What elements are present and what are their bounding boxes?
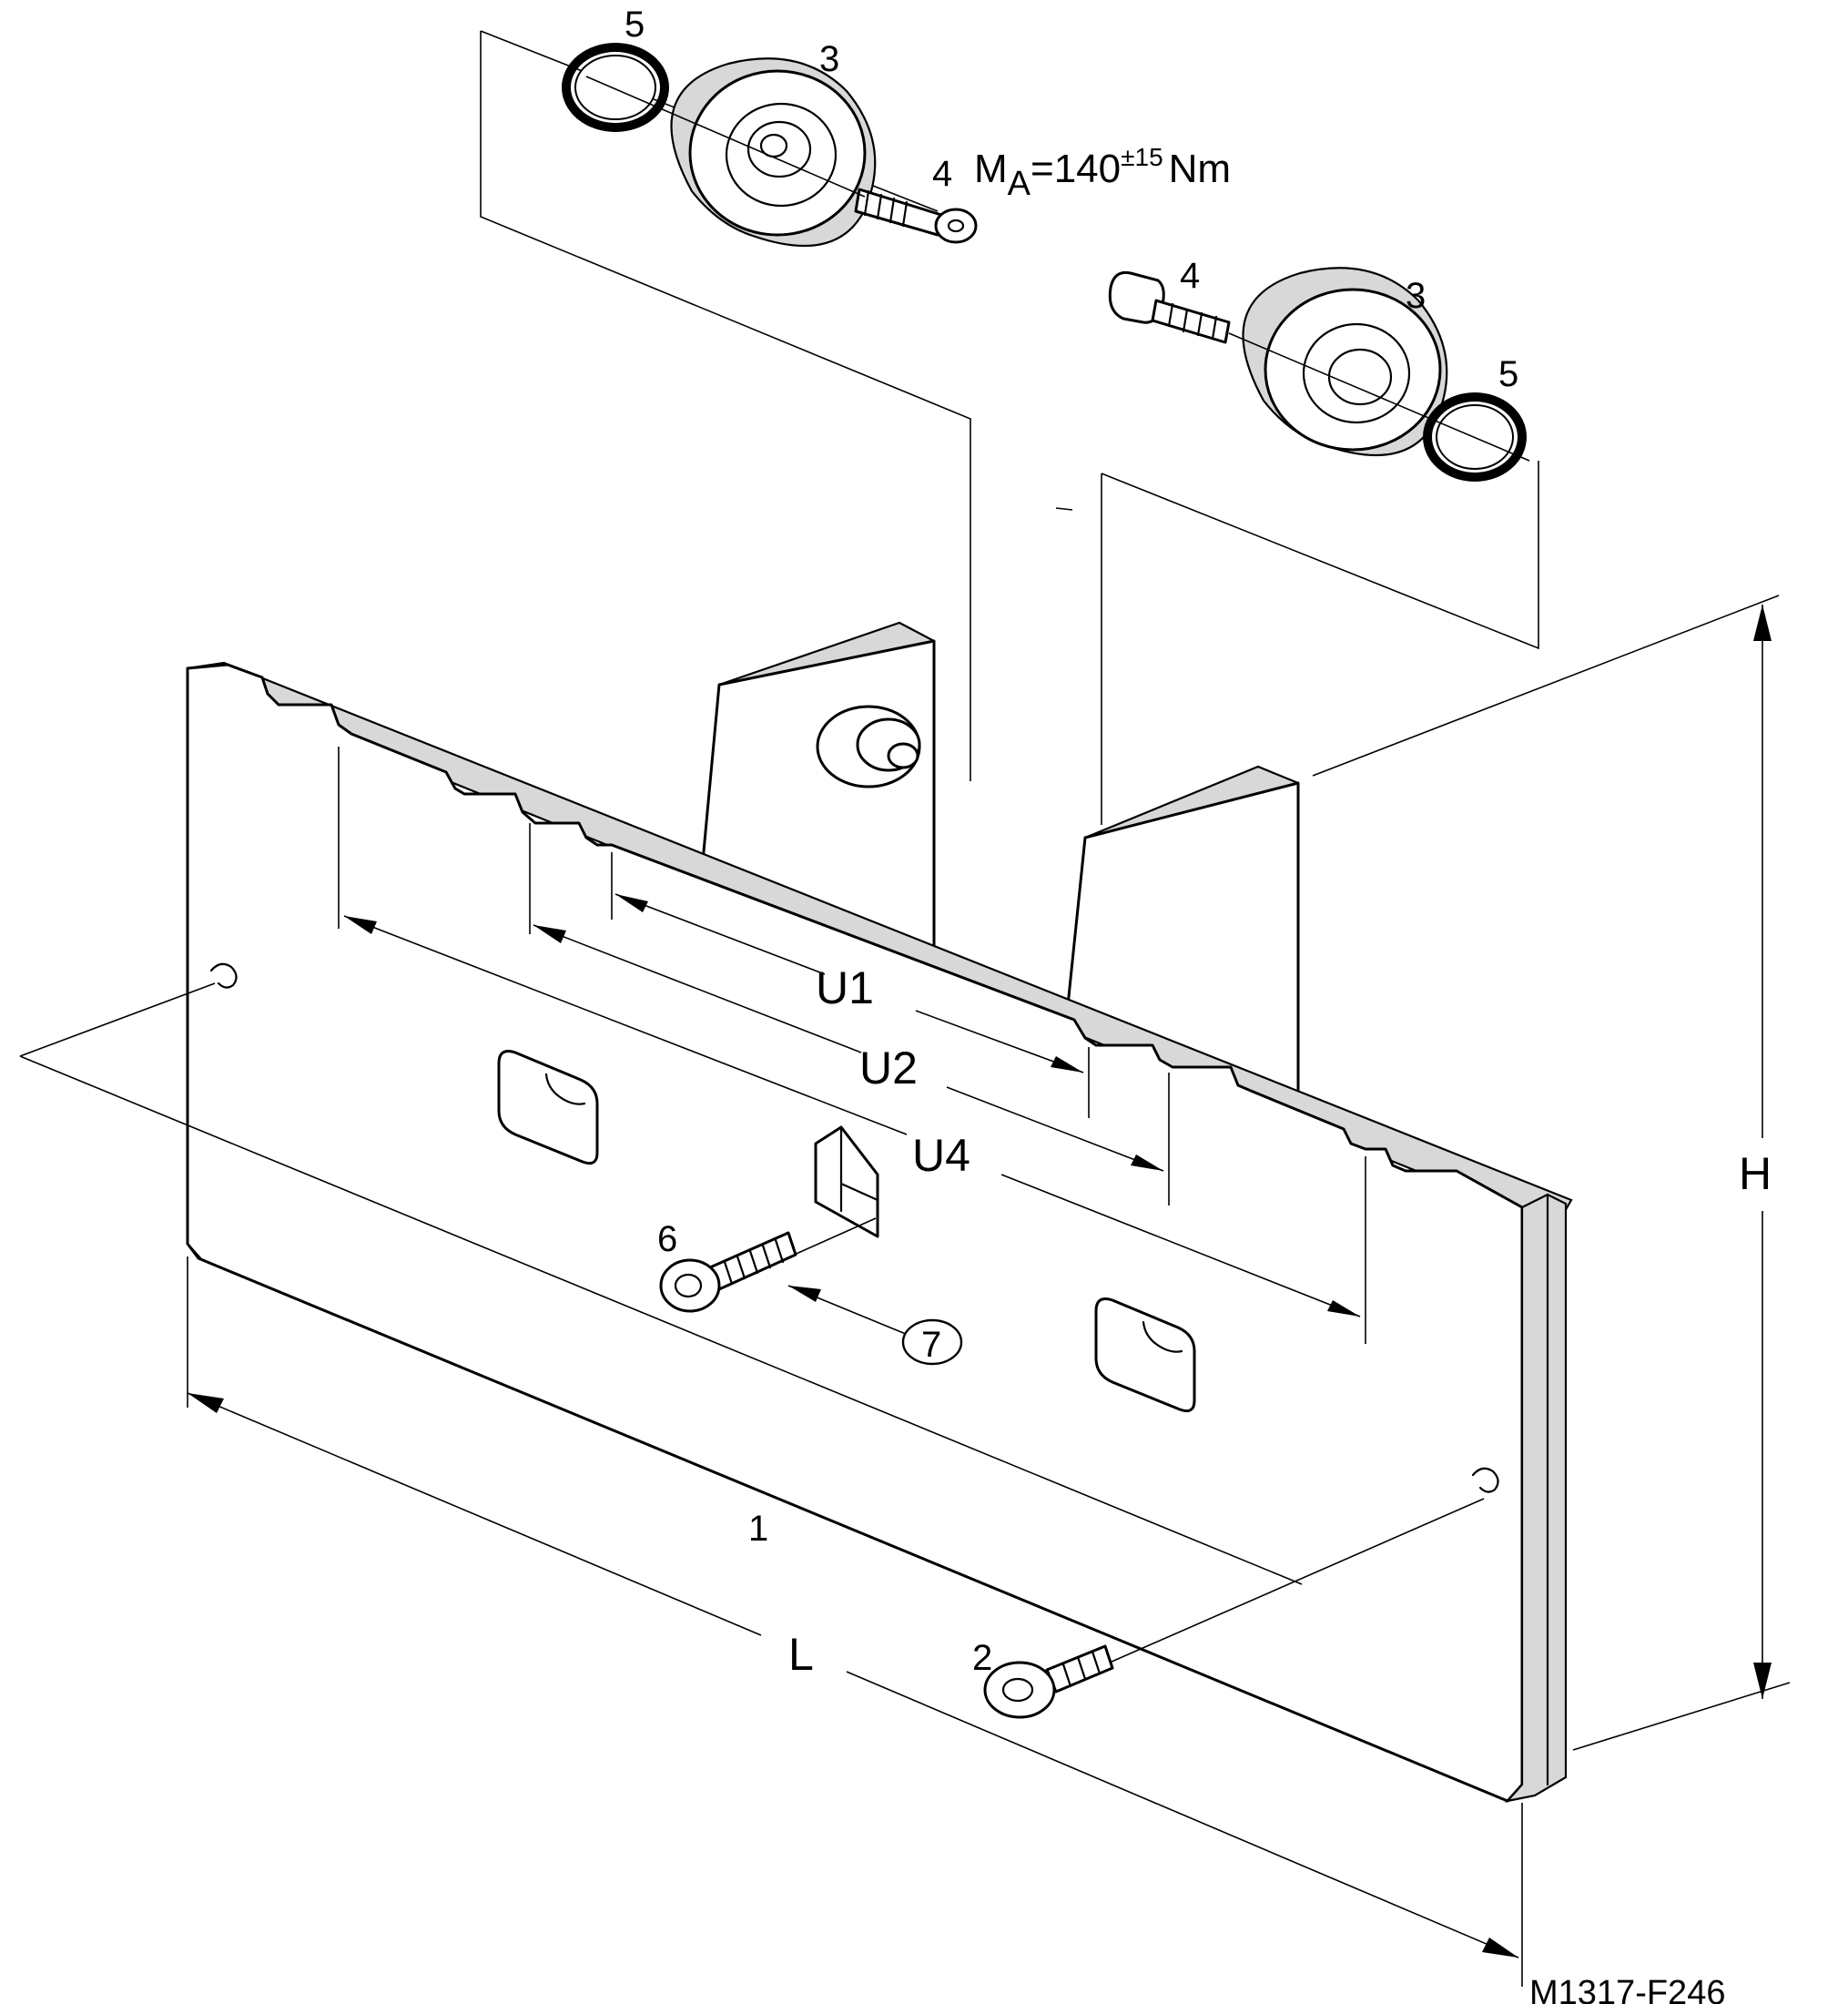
- dimension-l: [187, 1256, 1523, 1987]
- bolt-6: [659, 1231, 797, 1313]
- roller-right: [1242, 267, 1448, 457]
- torque-subscript: A: [1008, 165, 1031, 203]
- dimension-u2-label: U2: [859, 1043, 918, 1094]
- dimension-h-label: H: [1739, 1148, 1772, 1199]
- callout-4-right: 4: [1180, 256, 1200, 296]
- drawing-number: M1317-F246: [1529, 1974, 1725, 2004]
- callout-7: 7: [921, 1325, 941, 1365]
- callout-5-right: 5: [1498, 354, 1518, 394]
- torque-unit: Nm: [1169, 147, 1231, 191]
- dimension-u4-label: U4: [912, 1130, 970, 1181]
- seal-ring-left: [562, 43, 669, 132]
- projection-box-right: [1101, 461, 1539, 825]
- callout-1: 1: [748, 1509, 768, 1549]
- dimension-u4: [343, 915, 1361, 1317]
- callout-3-right: 3: [1406, 276, 1426, 316]
- roller-left: [670, 57, 877, 248]
- callout-2: 2: [972, 1638, 992, 1678]
- torque-tolerance: ±15: [1121, 143, 1163, 171]
- callout-3-left: 3: [819, 39, 839, 79]
- support-bracket-left: [701, 621, 936, 949]
- callout-4-left: 4: [932, 154, 952, 194]
- extension-lines: [338, 747, 1366, 1344]
- dimension-l-label: L: [788, 1629, 814, 1680]
- callout-7-circle: [901, 1318, 963, 1366]
- dimension-u1-label: U1: [816, 962, 874, 1013]
- rail-plate: [186, 661, 1573, 1803]
- support-bracket-right: [1065, 765, 1300, 1102]
- callout-5-left: 5: [624, 5, 645, 45]
- screw-4-right: [1108, 270, 1231, 344]
- torque-symbol: M: [974, 147, 1008, 191]
- bolt-2: [983, 1644, 1114, 1719]
- dimension-u2: [533, 924, 1164, 1172]
- callout-6: 6: [657, 1219, 677, 1259]
- dimension-7-arrow: [787, 1285, 913, 1338]
- torque-value: =140: [1031, 147, 1121, 191]
- dimension-h: [1312, 595, 1791, 1751]
- assembly-axis-lines: [19, 507, 1485, 1673]
- dimension-u1: [614, 893, 1084, 1073]
- screw-4-left: [854, 188, 978, 244]
